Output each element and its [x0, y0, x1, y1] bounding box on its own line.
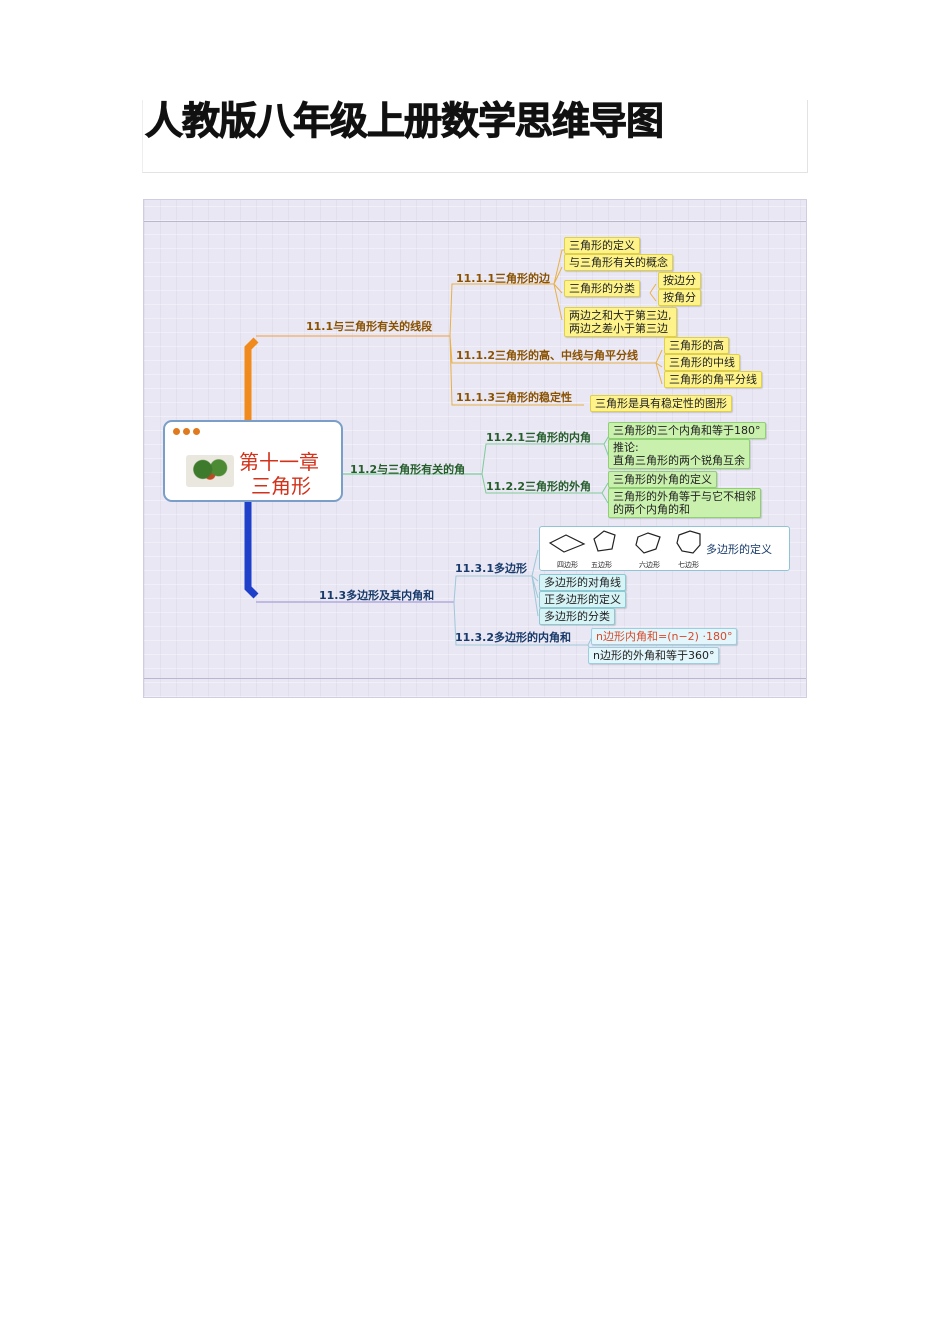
corollary-text: 直角三角形的两个锐角互余: [613, 454, 745, 467]
polygon-definition-box[interactable]: 四边形 五边形 六边形 七边形 多边形的定义: [539, 526, 790, 571]
leaf-by-angle[interactable]: 按角分: [658, 289, 701, 306]
topic-11-3-1[interactable]: 11.3.1多边形: [455, 562, 527, 575]
leaf-polygon-diagonal[interactable]: 多边形的对角线: [539, 574, 626, 591]
quadrilateral-shape: [548, 534, 586, 553]
leaf-corollary[interactable]: 推论: 直角三角形的两个锐角互余: [608, 439, 750, 469]
dots-icon: [173, 428, 200, 435]
leaf-median[interactable]: 三角形的中线: [664, 354, 740, 371]
heptagon-caption: 七边形: [678, 561, 699, 569]
leaf-triangle-concepts[interactable]: 与三角形有关的概念: [564, 254, 673, 271]
pentagon-shape: [593, 530, 616, 552]
inequality-line2: 两边之差小于第三边: [569, 322, 668, 335]
leaf-triangle-inequality[interactable]: 两边之和大于第三边, 两边之差小于第三边: [564, 307, 677, 337]
corollary-label: 推论:: [613, 441, 639, 454]
branch-11-2[interactable]: 11.2与三角形有关的角: [350, 463, 466, 476]
leaf-angle-bisector[interactable]: 三角形的角平分线: [664, 371, 762, 388]
leaf-by-side[interactable]: 按边分: [658, 272, 701, 289]
inequality-line1: 两边之和大于第三边,: [569, 309, 672, 322]
polygon-definition: 多边形的定义: [706, 543, 772, 556]
title-frame: [142, 100, 808, 173]
topic-11-2-1[interactable]: 11.2.1三角形的内角: [486, 431, 591, 444]
hexagon-shape: [635, 532, 661, 554]
branch-11-3[interactable]: 11.3多边形及其内角和: [319, 589, 435, 602]
leaf-exterior-definition[interactable]: 三角形的外角的定义: [608, 471, 717, 488]
leaf-altitude[interactable]: 三角形的高: [664, 337, 729, 354]
leaf-polygon-classification[interactable]: 多边形的分类: [539, 608, 615, 625]
leaf-triangle-definition[interactable]: 三角形的定义: [564, 237, 640, 254]
topic-11-2-2[interactable]: 11.2.2三角形的外角: [486, 480, 591, 493]
connector-lines: [244, 249, 663, 655]
topic-11-1-3[interactable]: 11.1.3三角形的稳定性: [456, 391, 572, 404]
food-image: [186, 455, 234, 487]
quadrilateral-caption: 四边形: [557, 561, 578, 569]
central-topic[interactable]: 第十一章 三角形: [163, 420, 343, 502]
pentagon-caption: 五边形: [591, 561, 612, 569]
leaf-stability[interactable]: 三角形是具有稳定性的图形: [590, 395, 732, 412]
topic-11-1-2[interactable]: 11.1.2三角形的高、中线与角平分线: [456, 349, 638, 362]
exterior-property-line1: 三角形的外角等于与它不相邻: [613, 490, 756, 503]
leaf-exterior-angle-sum[interactable]: n边形的外角和等于360°: [588, 647, 720, 664]
exterior-property-line2: 的两个内角的和: [613, 503, 690, 516]
bottom-rule: [144, 678, 806, 679]
leaf-interior-angle-sum[interactable]: n边形内角和=(n−2) ·180°: [591, 628, 738, 645]
topic-11-1-1[interactable]: 11.1.1三角形的边: [456, 272, 550, 285]
hexagon-caption: 六边形: [639, 561, 660, 569]
heptagon-shape: [676, 530, 701, 554]
top-rule: [144, 221, 806, 222]
page-title: 人教版八年级上册数学思维导图: [144, 99, 664, 144]
mind-map: 第十一章 三角形 11.1与三角形有关的线段 11.1.1三角形的边 三角形的定…: [143, 199, 807, 698]
leaf-regular-polygon[interactable]: 正多边形的定义: [539, 591, 626, 608]
chapter-number: 第十一章: [239, 450, 319, 474]
leaf-exterior-property[interactable]: 三角形的外角等于与它不相邻 的两个内角的和: [608, 488, 761, 518]
leaf-angle-sum[interactable]: 三角形的三个内角和等于180°: [608, 422, 766, 439]
topic-11-3-2[interactable]: 11.3.2多边形的内角和: [455, 631, 571, 644]
polygon-shapes: [548, 530, 701, 554]
chapter-title: 三角形: [251, 474, 311, 498]
leaf-triangle-classification[interactable]: 三角形的分类: [564, 280, 640, 297]
branch-11-1[interactable]: 11.1与三角形有关的线段: [306, 320, 433, 333]
